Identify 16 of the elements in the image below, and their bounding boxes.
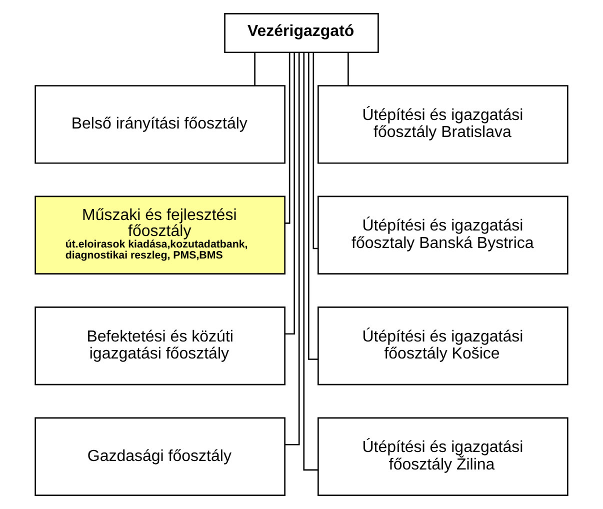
node-box: Útépítési és igazgatási főosztály Bratislava xyxy=(318,85,568,164)
node-box: Útépítési és igazgatási főosztaly Banská Bystrica xyxy=(318,196,568,275)
connector xyxy=(348,52,349,86)
connector xyxy=(285,52,296,335)
node-box: Befektetési és közúti igazgatási főosztály xyxy=(34,306,286,386)
connector xyxy=(285,52,300,446)
connector xyxy=(254,52,256,86)
node-box: Műszaki és fejlesztési főosztály út.eloirasok kiadása,kozutadatbank, diagnostikai reszleg, PMS,BMS xyxy=(34,196,286,275)
node-box: Vezérigazgató xyxy=(224,13,379,54)
connector xyxy=(312,52,318,250)
node-box: Belső irányítási főosztály xyxy=(34,85,286,164)
node-box: Útépítési és igazgatási főosztály Košice xyxy=(318,306,568,386)
node-box: Gazdasági főosztály xyxy=(34,417,286,496)
node-box: Útépítési és igazgatási főosztály Žilina xyxy=(318,417,568,496)
connector xyxy=(308,52,318,360)
connector xyxy=(285,52,290,224)
